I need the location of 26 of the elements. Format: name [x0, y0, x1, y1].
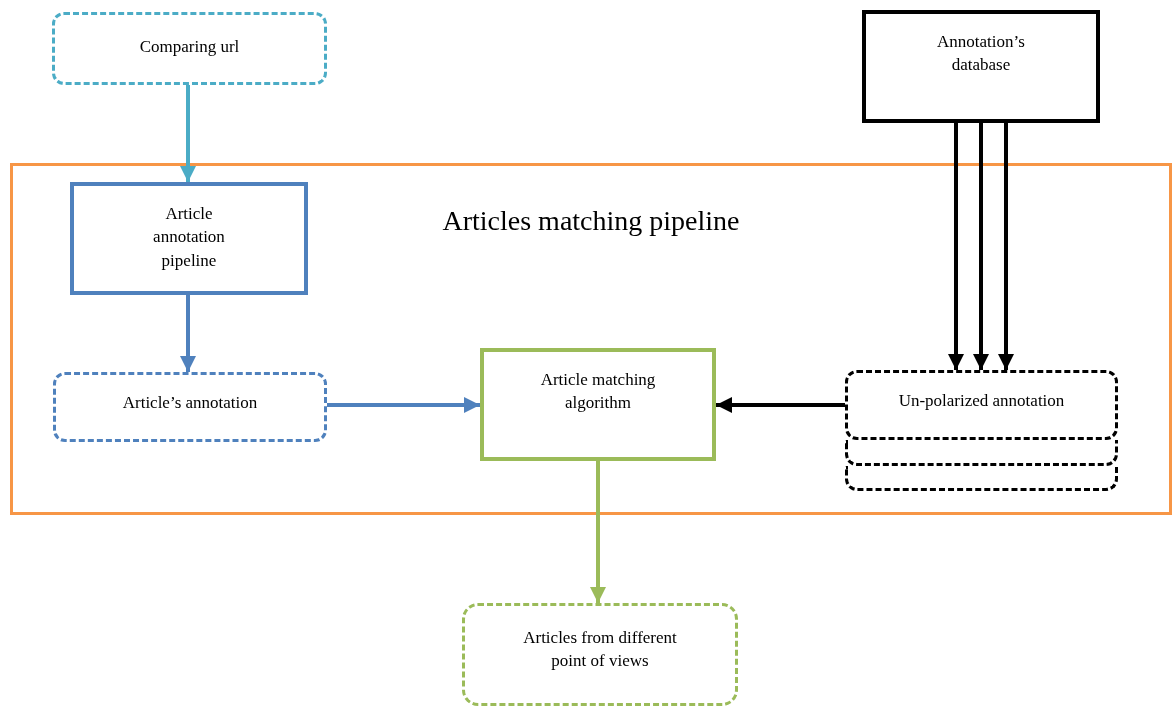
node-label: Article annotation pipeline	[152, 203, 226, 272]
node-label: Article’s annotation	[122, 392, 258, 414]
stacked-dashed-box	[845, 440, 1118, 466]
pipeline-container	[10, 163, 1172, 515]
dashed-rounded-box	[52, 12, 327, 85]
node-label: Annotation’s database	[936, 31, 1026, 77]
node-label: Comparing url	[139, 36, 240, 58]
process-box	[480, 348, 716, 461]
dashed-rounded-box	[845, 370, 1118, 440]
dashed-rounded-box	[462, 603, 738, 706]
stacked-dashed-box	[845, 466, 1118, 491]
arrow	[180, 85, 196, 182]
node-label: Articles from different point of views	[522, 627, 678, 673]
arrow	[948, 123, 964, 370]
arrow	[327, 397, 480, 413]
node-label: Un-polarized annotation	[898, 390, 1065, 412]
arrow	[998, 123, 1014, 370]
dashed-rounded-box	[53, 372, 327, 442]
arrow	[716, 397, 845, 413]
node-label: Article matching algorithm	[539, 369, 657, 415]
process-box	[862, 10, 1100, 123]
arrow	[973, 123, 989, 370]
process-box	[70, 182, 308, 295]
arrow	[590, 461, 606, 603]
arrow	[180, 295, 196, 372]
container-title: Articles matching pipeline	[442, 204, 740, 238]
